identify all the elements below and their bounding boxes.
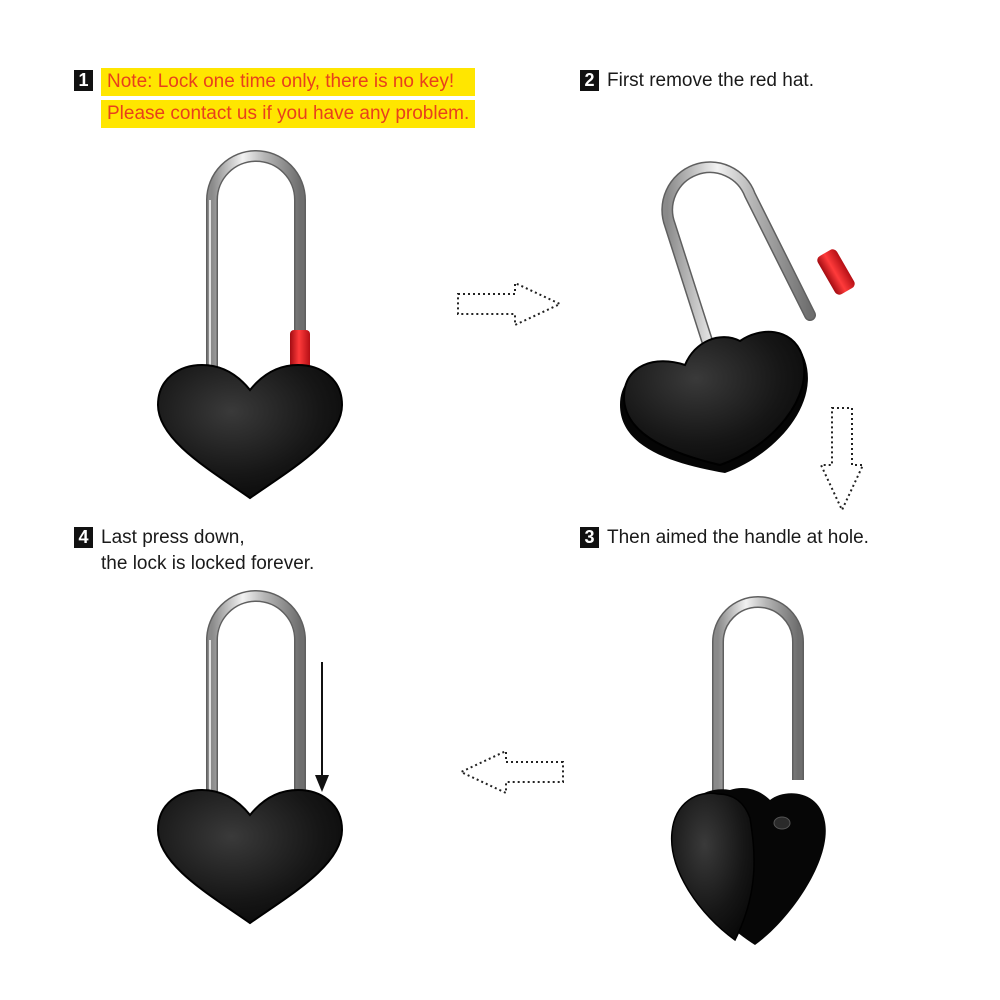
shackle bbox=[661, 161, 816, 356]
lock-with-red-cap-image bbox=[156, 150, 344, 500]
shackle bbox=[712, 596, 804, 815]
shackle bbox=[206, 590, 306, 810]
note-line-1: Note: Lock one time only, there is no ke… bbox=[101, 68, 476, 96]
note-line-2: Please contact us if you have any proble… bbox=[101, 100, 476, 128]
lock-open-cap-removed-image bbox=[620, 161, 855, 473]
lock-hole bbox=[773, 816, 791, 830]
shackle bbox=[206, 150, 306, 375]
lock-locked-image bbox=[156, 590, 344, 925]
step-3-text: Then aimed the handle at hole. bbox=[607, 527, 869, 548]
step-4-caption: 4 Last press down, the lock is locked fo… bbox=[74, 525, 314, 577]
heart-padlock-icon bbox=[156, 363, 344, 500]
solid-arrow-down-icon bbox=[315, 662, 329, 792]
heart-padlock-icon bbox=[156, 788, 344, 925]
step-number-badge: 2 bbox=[580, 70, 599, 91]
dotted-arrow-right-icon bbox=[457, 281, 563, 327]
heart-padlock-icon bbox=[670, 788, 826, 945]
red-cap-icon bbox=[817, 249, 855, 295]
step-4-text-line-1: Last press down, bbox=[101, 527, 245, 548]
step-number-badge: 1 bbox=[74, 70, 93, 91]
dotted-arrow-down-icon bbox=[819, 407, 865, 513]
step-3-caption: 3 Then aimed the handle at hole. bbox=[580, 525, 869, 551]
lock-aimed-at-hole-image bbox=[670, 596, 826, 945]
step-number-badge: 3 bbox=[580, 527, 599, 548]
step-2-caption: 2 First remove the red hat. bbox=[580, 68, 814, 94]
step-number-badge: 4 bbox=[74, 527, 93, 548]
step-2-text: First remove the red hat. bbox=[607, 70, 814, 91]
dotted-arrow-left-icon bbox=[458, 749, 564, 795]
step-1-caption: 1 Note: Lock one time only, there is no … bbox=[74, 68, 476, 132]
red-cap-icon bbox=[290, 330, 310, 372]
step-4-text-line-2: the lock is locked forever. bbox=[101, 553, 315, 574]
